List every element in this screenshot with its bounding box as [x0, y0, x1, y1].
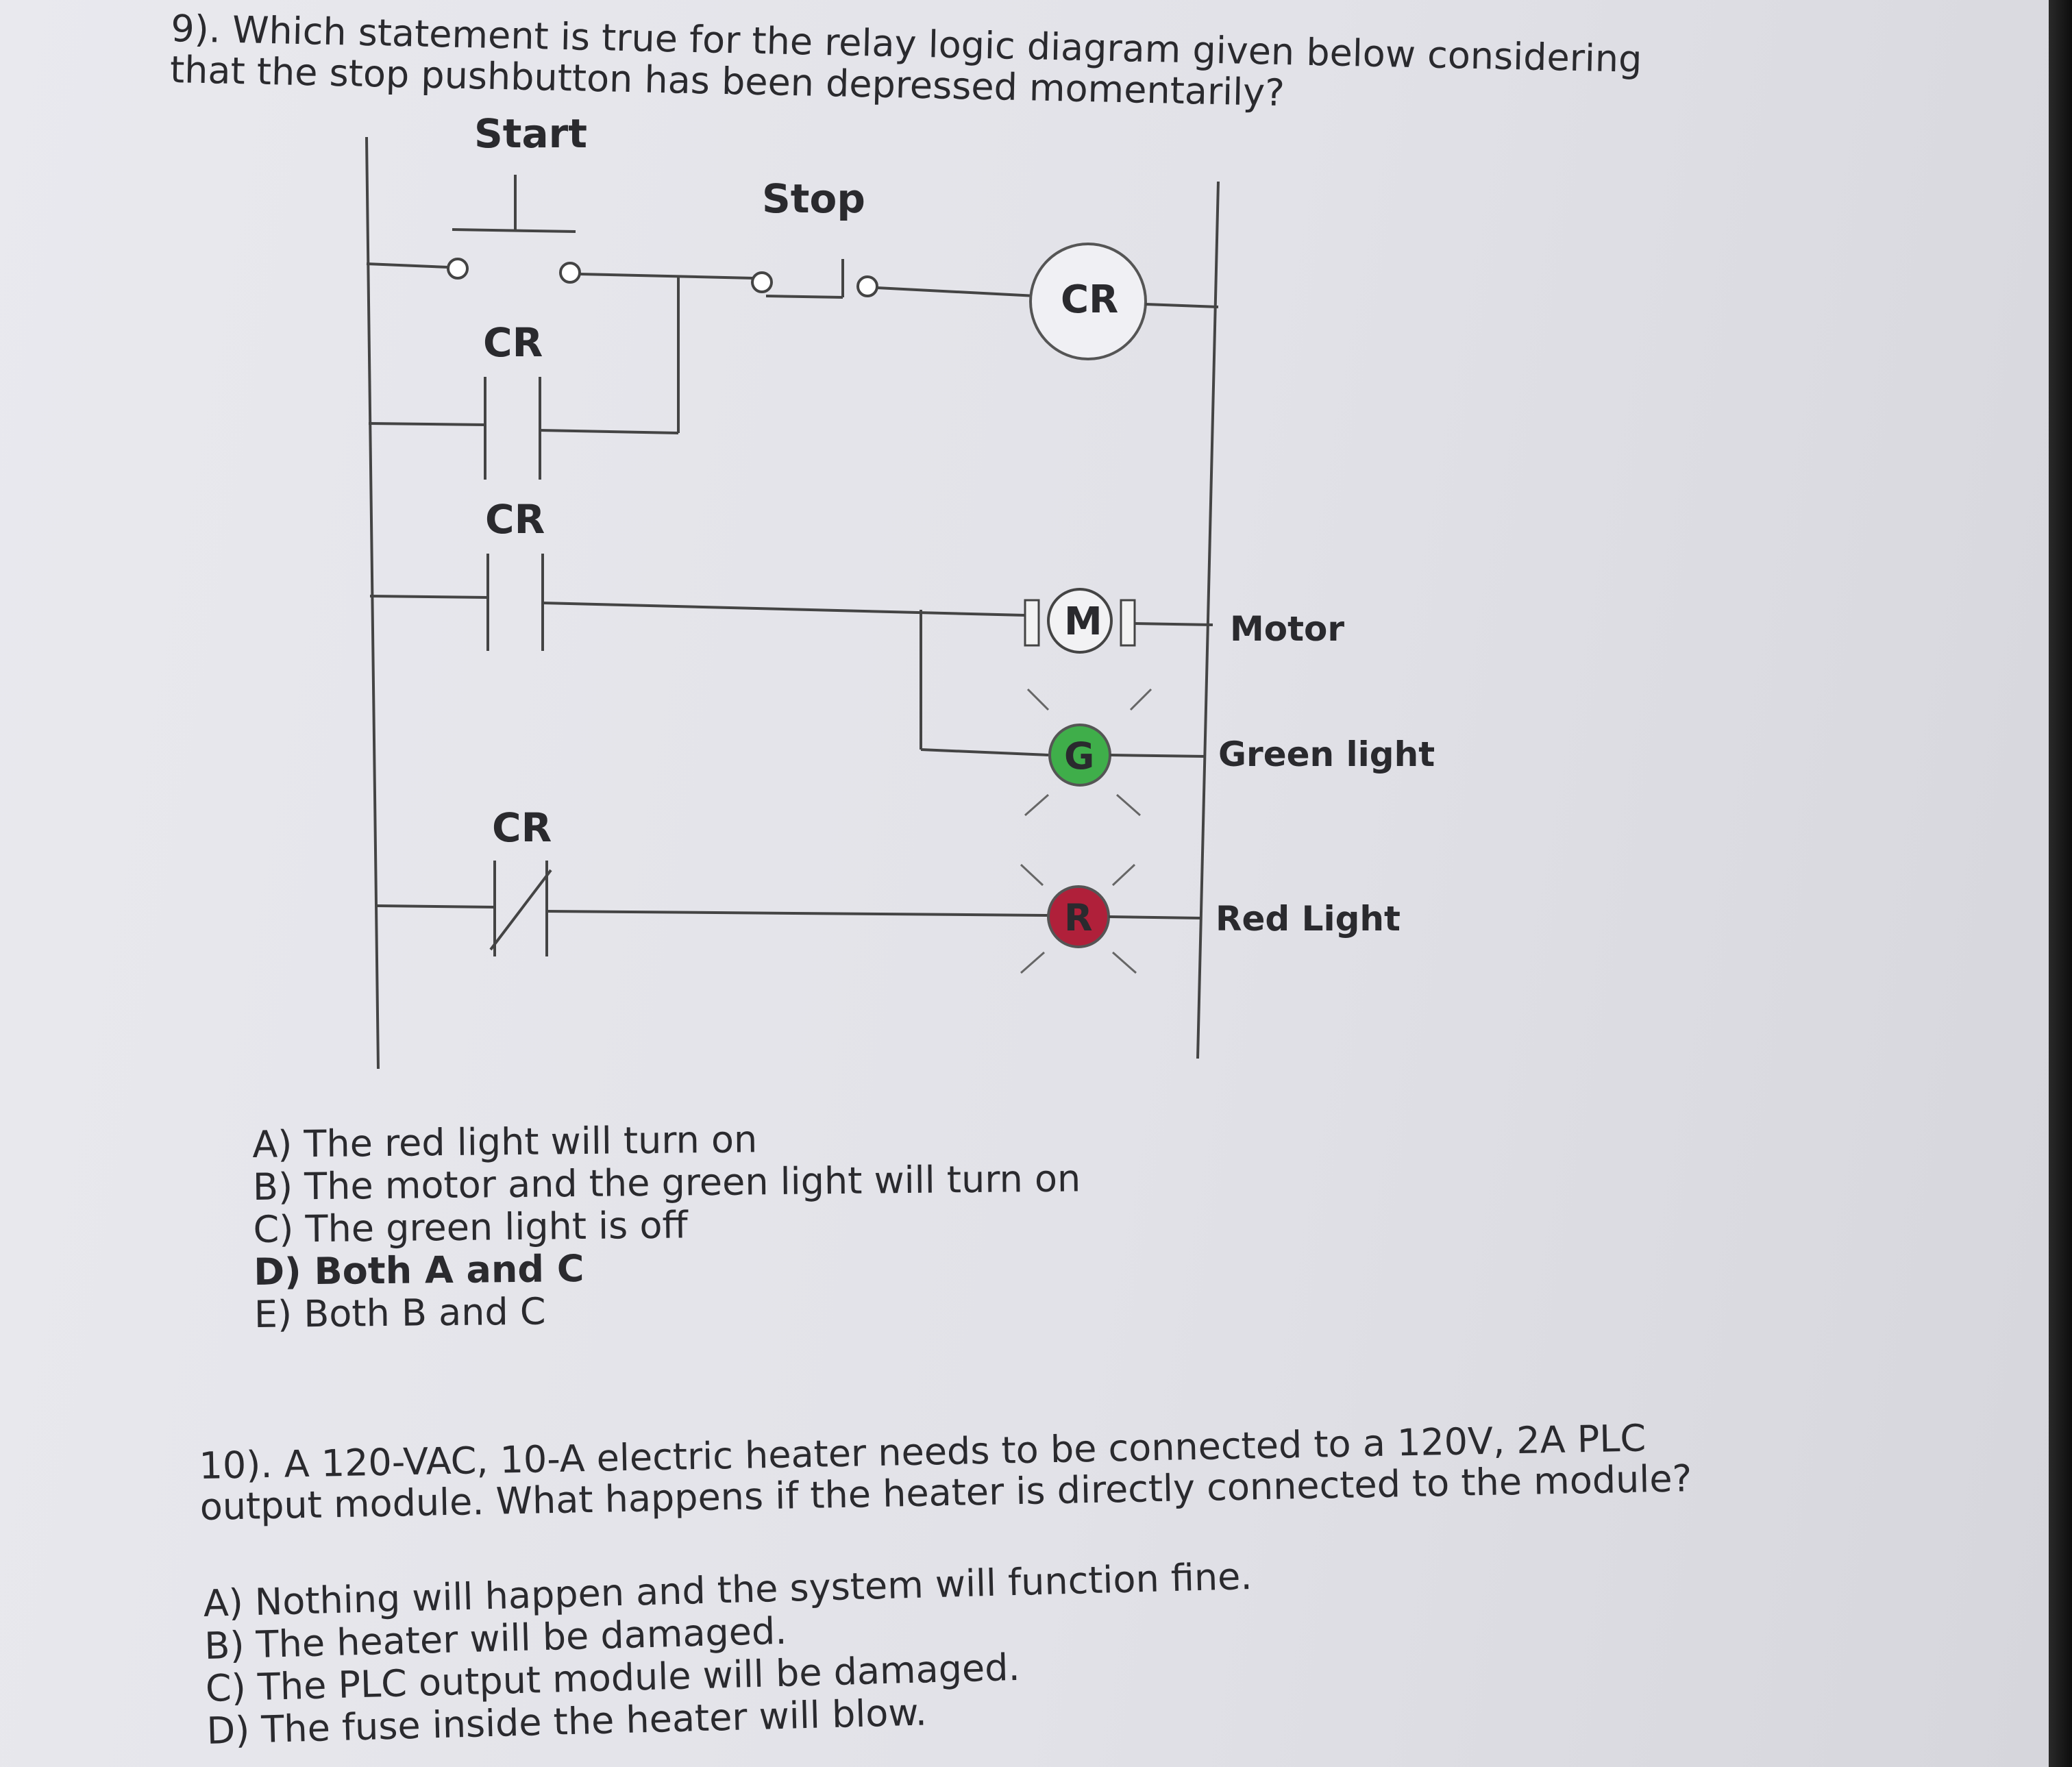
motor-symbol-letter: M	[1064, 600, 1102, 644]
red-light-letter: R	[1064, 896, 1093, 939]
green-light-label: Green light	[1218, 734, 1435, 774]
green-wire-right	[1109, 754, 1207, 758]
rung-1-wire-end	[1145, 303, 1219, 308]
rung-1-wire-right	[876, 286, 1037, 297]
green-light-letter: G	[1064, 734, 1094, 778]
cr-contact-2-label: CR	[485, 496, 545, 543]
motor-symbol: M	[1024, 588, 1136, 654]
question-10-choices: A) Nothing will happen and the system wi…	[203, 1555, 1256, 1753]
stop-pushbutton	[751, 259, 878, 299]
monitor-bezel	[2049, 0, 2072, 1767]
red-light-symbol: R	[1020, 863, 1137, 974]
green-branch-wire	[920, 748, 1049, 756]
motor-label: Motor	[1230, 609, 1344, 649]
cr-nc-contact	[376, 861, 1049, 956]
right-rail	[1196, 181, 1220, 1059]
question-9-choices: A) The red light will turn on B) The mot…	[252, 1115, 1082, 1336]
cr-motor-contact	[369, 554, 1026, 651]
cr-coil-label: CR	[1061, 277, 1118, 322]
cr-seal-in-contact	[368, 277, 680, 480]
red-wire-right	[1108, 915, 1201, 919]
cr-contact-1-label: CR	[483, 319, 543, 366]
stop-label: Stop	[762, 175, 865, 222]
red-light-label: Red Light	[1216, 899, 1401, 939]
relay-ladder-diagram: Start Stop CR CR CR M	[365, 110, 1435, 1070]
start-label: Start	[474, 110, 587, 157]
motor-wire-right	[1134, 622, 1213, 626]
cr-coil: CR	[1029, 243, 1147, 360]
q9-choice-e[interactable]: E) Both B and C	[254, 1289, 546, 1336]
left-rail	[365, 136, 380, 1070]
cr-contact-3-label: CR	[492, 804, 552, 851]
rung-1-wire-mid	[579, 273, 754, 280]
green-light-symbol: G	[1024, 688, 1152, 817]
q9-choice-b[interactable]: B) The motor and the green light will tu…	[252, 1157, 1081, 1209]
rung-1-wire-left	[366, 262, 449, 269]
start-pushbutton	[447, 175, 581, 284]
